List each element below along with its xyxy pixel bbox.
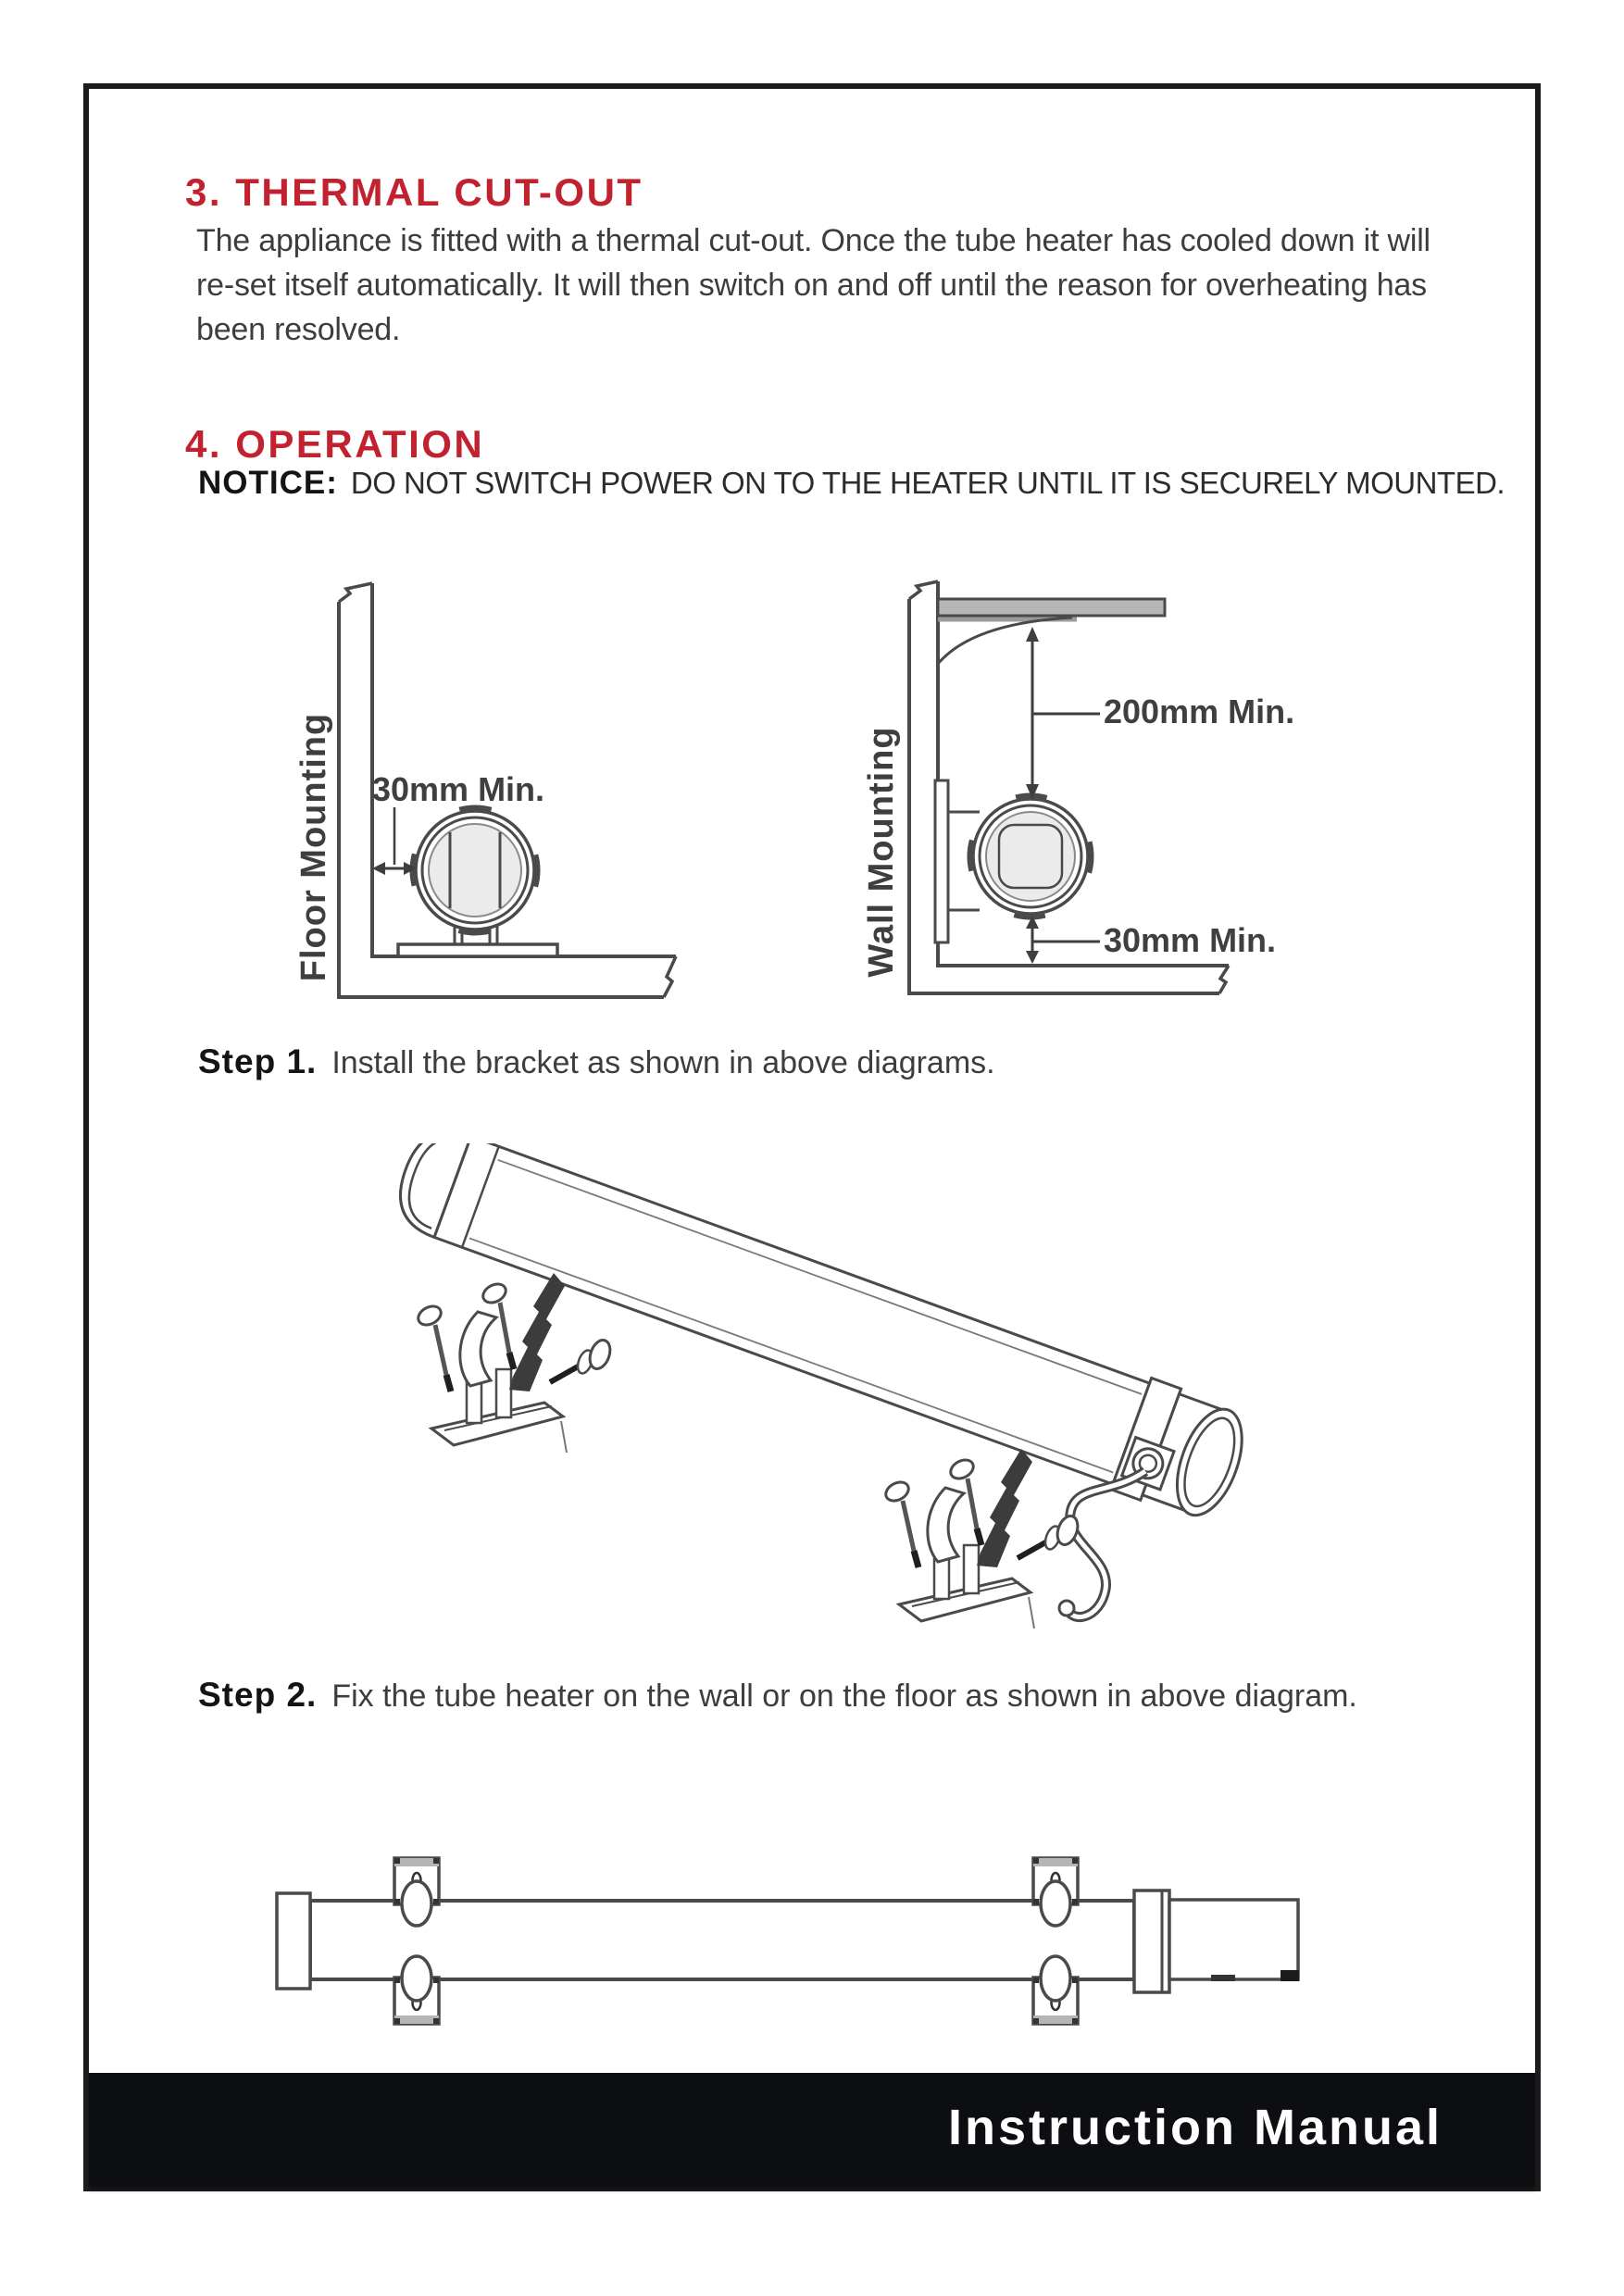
section-thermal-cutout-heading: 3. THERMAL CUT-OUT (185, 170, 643, 214)
page-frame: 3. THERMAL CUT-OUT The appliance is fitt… (83, 83, 1541, 2191)
tube-heater-top-view-diagram (273, 1847, 1324, 2037)
section-thermal-cutout-body: The appliance is fitted with a thermal c… (196, 223, 1430, 347)
step-1-text: Install the bracket as shown in above di… (331, 1045, 995, 1080)
section-operation-heading: 4. OPERATION (185, 422, 485, 466)
floor-wall-outline (337, 581, 678, 999)
mounting-tab-pairs (393, 1856, 1080, 2026)
step-2-label: Step 2. (198, 1676, 318, 1714)
step-2-text: Fix the tube heater on the wall or on th… (331, 1678, 1357, 1714)
operation-notice: NOTICE: DO NOT SWITCH POWER ON TO THE HEA… (198, 465, 1513, 502)
floor-tube-section (409, 805, 541, 936)
floor-mounting-drawing (337, 581, 678, 999)
mounting-bracket-right (882, 1449, 1081, 1628)
step-1-label: Step 1. (198, 1042, 318, 1080)
power-cable (1057, 1466, 1149, 1622)
mounting-tab-bottom-left (393, 1954, 441, 2026)
floor-side-clearance-label: 30mm Min. (372, 770, 545, 808)
tube-heater-body (398, 1143, 1243, 1517)
wall-tube-section (967, 792, 1094, 920)
step-1: Step 1. Install the bracket as shown in a… (198, 1042, 995, 1081)
mounting-tab-top-left (393, 1856, 441, 1928)
wall-mounting-drawing (907, 580, 1230, 995)
wall-outline (907, 580, 1230, 995)
mounting-bracket-left (415, 1273, 614, 1453)
tube-top-view-body (275, 1889, 1300, 1994)
mounting-tab-top-right (1031, 1856, 1080, 1928)
wall-shelf (936, 597, 1167, 665)
wall-dimension-arrows (1026, 627, 1100, 964)
mounting-tab-bottom-right (1031, 1954, 1080, 2026)
floor-mounting-diagram: Floor Mounting 30mm Min. (269, 565, 731, 1028)
wall-bottom-clearance-label: 30mm Min. (1104, 921, 1277, 959)
floor-mounting-label: Floor Mounting (294, 712, 333, 982)
floor-dimension-arrow (372, 807, 417, 875)
notice-label: NOTICE: (198, 465, 338, 501)
tube-heater-isometric-diagram (370, 1143, 1259, 1657)
wall-top-clearance-label: 200mm Min. (1104, 693, 1295, 730)
wall-bracket (933, 779, 980, 944)
wall-mounting-diagram: Wall Mounting 200mm Min. 30mm Min. (833, 560, 1352, 1023)
tube-heater-isometric-drawing (398, 1143, 1243, 1657)
footer-bar: Instruction Manual (89, 2073, 1535, 2186)
footer-title: Instruction Manual (947, 2100, 1443, 2155)
notice-text: DO NOT SWITCH POWER ON TO THE HEATER UNT… (350, 466, 1505, 500)
step-2: Step 2. Fix the tube heater on the wall o… (198, 1676, 1357, 1715)
tube-heater-top-view-drawing (275, 1856, 1300, 2026)
wall-mounting-label: Wall Mounting (862, 726, 901, 978)
